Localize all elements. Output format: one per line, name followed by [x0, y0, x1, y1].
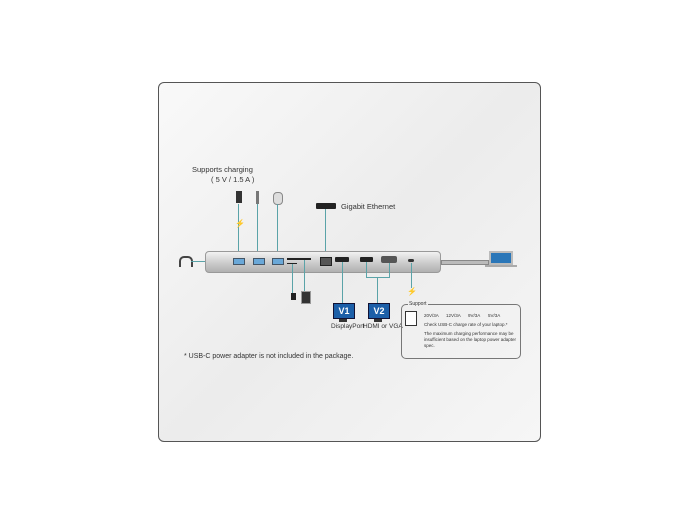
sd-card-icon	[301, 291, 311, 304]
warning-note: The maximum charging performance may be …	[424, 331, 516, 348]
support-title: Support	[408, 301, 428, 307]
diagram-frame: Supports charging ( 5 V / 1.5 A ) ⚡ Giga…	[158, 82, 541, 442]
usb-c-cable	[441, 260, 489, 265]
vga-port	[381, 256, 397, 263]
supports-charging-label: Supports charging	[192, 165, 253, 174]
rating: 9V/3A	[468, 313, 481, 318]
usb-port	[272, 258, 284, 265]
usb-port	[233, 258, 245, 265]
check-note: Check USB-C charge rate of your laptop.*	[424, 322, 508, 327]
power-adapter-icon	[405, 311, 417, 326]
mouse-icon	[273, 192, 283, 205]
usb-drive-icon	[256, 191, 259, 204]
micro-sd-icon	[291, 293, 296, 300]
usb-port	[253, 258, 265, 265]
micro-sd-slot	[287, 263, 297, 264]
displayport-label: DisplayPort	[331, 323, 365, 330]
support-box: Support 20V/3A 12V/3A 9V/3A 5V/3A Check …	[401, 301, 521, 359]
monitor-v1: V1	[333, 303, 355, 319]
phone-icon	[236, 191, 242, 203]
gigabit-ethernet-label: Gigabit Ethernet	[341, 202, 396, 211]
lightning-icon: ⚡	[235, 219, 245, 228]
rating: 12V/3A	[446, 313, 461, 318]
sd-card-slot	[287, 258, 311, 260]
router-icon	[316, 203, 336, 209]
charging-spec-label: ( 5 V / 1.5 A )	[211, 175, 255, 184]
laptop-icon	[489, 251, 513, 265]
rating: 20V/3A	[424, 313, 439, 318]
displayport-port	[335, 257, 349, 262]
monitor-v2: V2	[368, 303, 390, 319]
hdmi-port	[360, 257, 373, 262]
lightning-icon: ⚡	[407, 287, 417, 296]
usb-c-port	[408, 259, 414, 262]
hdmi-or-vga-label: HDMI or VGA	[363, 323, 403, 330]
ethernet-port	[320, 257, 332, 266]
footnote: * USB-C power adapter is not included in…	[184, 353, 354, 360]
rating: 5V/3A	[488, 313, 501, 318]
